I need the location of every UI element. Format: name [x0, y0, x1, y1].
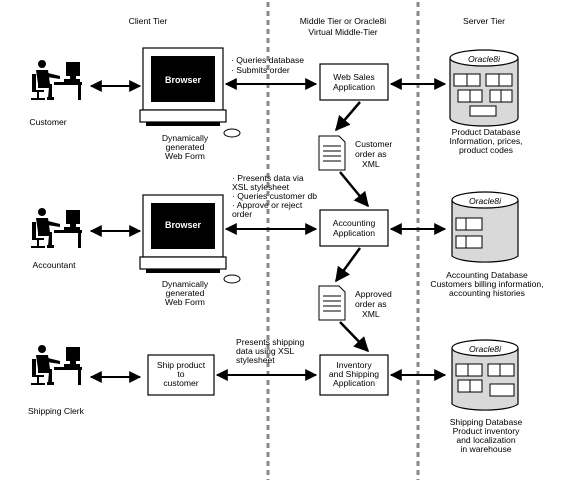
approved-order-line1: Approved [355, 289, 392, 299]
web-sales-application-box [319, 63, 389, 101]
middle-tier-subheader: Virtual Middle-Tier [308, 27, 377, 37]
customer-order-line3: XML [362, 159, 380, 169]
shipping-annotation-line2: data using XSL [236, 346, 295, 356]
ship-box-line2: to [177, 369, 184, 379]
customer-order-document-icon [318, 135, 346, 171]
accounting-to-approved-arrow [334, 247, 362, 283]
approved-to-inventory-arrow [339, 321, 370, 353]
client-tier-header: Client Tier [129, 16, 168, 26]
shipping-clerk-label: Shipping Clerk [28, 406, 85, 416]
customer-order-line2: order as [355, 149, 387, 159]
customer-order-line1: Customer [355, 139, 392, 149]
customer-label: Customer [29, 117, 66, 127]
customer-annotation-line2: · Submits order [231, 65, 290, 75]
accounting-application-box [319, 209, 389, 247]
approved-order-document-icon [318, 285, 346, 321]
product-db-line1: Product Database [452, 127, 521, 137]
accounting-db-line1: Accounting Database [446, 270, 528, 280]
product-db-oracle-label: Oracle8i [468, 54, 501, 64]
shipping-annotation-line1: Presents shipping [236, 337, 305, 347]
product-db-line2: Information, prices, [449, 136, 522, 146]
accounting-app-line1: Accounting [333, 218, 376, 228]
ship-box-line3: customer [163, 378, 198, 388]
ship-box-line1: Ship product [157, 360, 206, 370]
web-sales-line1: Web Sales [333, 72, 374, 82]
approved-order-line3: XML [362, 309, 380, 319]
web-form-label-line3: Web Form [165, 151, 205, 161]
accountant-annotation-line5: order [232, 209, 252, 219]
accounting-database-icon [451, 191, 519, 263]
shipping-db-line1: Shipping Database [450, 417, 523, 427]
accounting-db-oracle-label: Oracle8i [469, 196, 502, 206]
middle-tier-header: Middle Tier or Oracle8i [300, 16, 387, 26]
product-database-icon [449, 49, 519, 127]
accountant-icon [31, 208, 82, 248]
shipping-database-icon [451, 339, 519, 411]
browser-computer-icon [139, 47, 241, 138]
inventory-app-line1: Inventory [336, 360, 372, 370]
customer-icon [31, 60, 82, 100]
shipping-db-oracle-label: Oracle8i [469, 344, 502, 354]
shipping-annotation-line3: stylesheet [236, 355, 275, 365]
web-form-label-line3: Web Form [165, 297, 205, 307]
websales-to-order-arrow [335, 101, 361, 132]
product-db-line3: product codes [459, 145, 513, 155]
web-form-label-line2: generated [166, 142, 205, 152]
web-form-label-line2: generated [166, 288, 205, 298]
web-form-label-line1: Dynamically [162, 133, 209, 143]
accounting-db-line2: Customers billing information, [430, 279, 543, 289]
accounting-app-line2: Application [333, 228, 375, 238]
shipping-db-line4: in warehouse [460, 444, 511, 454]
accountant-annotation-line4: · Approve or reject [232, 200, 303, 210]
shipping-db-line2: Product inventory [453, 426, 521, 436]
shipping-clerk-icon [31, 345, 82, 385]
customer-annotation-line1: · Queries database [231, 55, 304, 65]
accountant-label: Accountant [33, 260, 77, 270]
browser-label: Browser [165, 75, 202, 85]
order-to-accounting-arrow [339, 171, 369, 208]
browser-computer-icon [139, 194, 241, 284]
accountant-annotation-line1: · Presents data via [232, 173, 304, 183]
web-form-label-line1: Dynamically [162, 279, 209, 289]
inventory-app-line2: and Shipping [329, 369, 379, 379]
shipping-db-line3: and localization [456, 435, 515, 445]
inventory-app-line3: Application [333, 378, 375, 388]
accountant-annotation-line3: · Queries customer db [232, 191, 317, 201]
browser-label: Browser [165, 220, 202, 230]
server-tier-header: Server Tier [463, 16, 505, 26]
inventory-application-box [319, 354, 389, 396]
accountant-annotation-line2: XSL stylesheet [232, 182, 290, 192]
approved-order-line2: order as [355, 299, 387, 309]
accounting-db-line3: accounting histories [449, 288, 525, 298]
ship-product-box [147, 354, 215, 396]
web-sales-line2: Application [333, 82, 375, 92]
